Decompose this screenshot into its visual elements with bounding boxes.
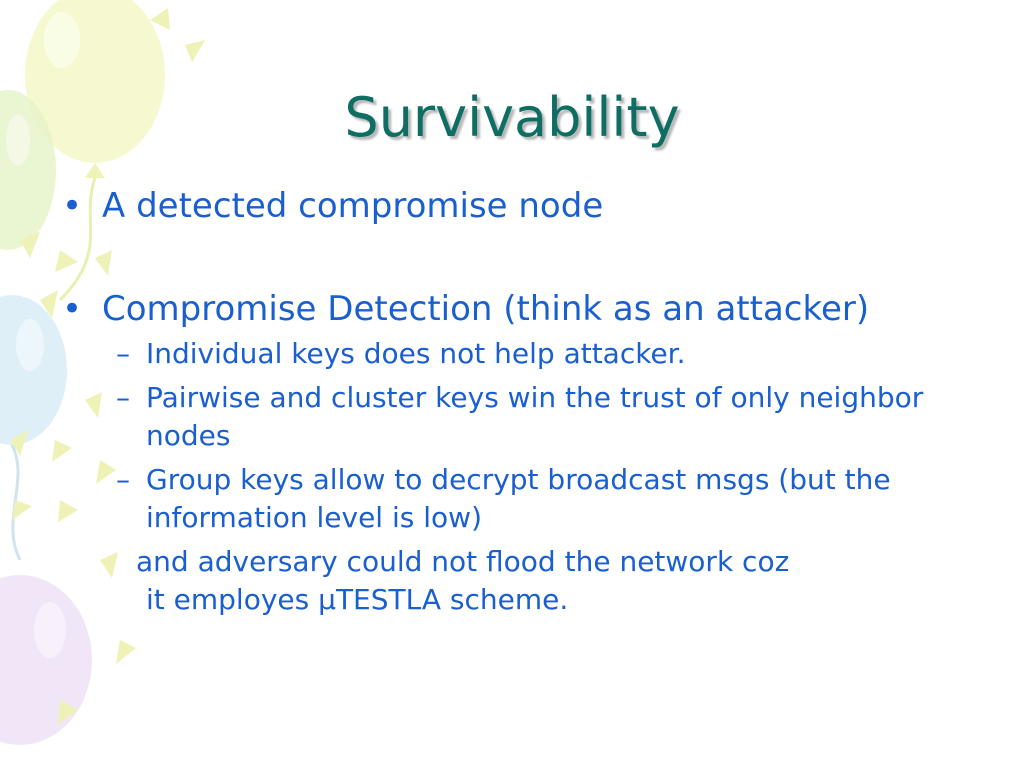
confetti-icon [10,8,205,724]
bullet-text: Compromise Detection (think as an attack… [102,289,870,329]
sub-bullet-item: – Group keys allow to decrypt broadcast … [62,461,962,537]
continuation-text: and adversary could not flood the networ… [62,543,962,619]
slide-title: Survivability [344,86,680,149]
sub-bullet-dash: – [116,463,130,496]
blue-balloon-icon [0,295,67,561]
sub-bullet-dash: – [116,381,130,414]
purple-balloon-icon [0,575,92,745]
sub-bullet-text: Individual keys does not help attacker. [146,337,686,370]
bullet-dot: • [62,289,83,329]
bullet-item: • A detected compromise node [62,185,962,228]
green-balloon-icon [0,90,56,250]
slide-body: • A detected compromise node • Compromis… [62,185,962,619]
continuation-line: and adversary could not flood the networ… [136,545,790,578]
sub-bullet-text: Pairwise and cluster keys win the trust … [146,381,924,452]
continuation-line: it employes µTESTLA scheme. [146,583,569,616]
bullet-item: • Compromise Detection (think as an atta… [62,288,962,331]
sub-bullet-item: – Pairwise and cluster keys win the trus… [62,379,962,455]
sub-bullet-text: Group keys allow to decrypt broadcast ms… [146,463,891,534]
sub-bullet-dash: – [116,337,130,370]
sub-bullet-item: – Individual keys does not help attacker… [62,335,962,373]
bullet-dot: • [62,186,83,226]
yellow-balloon-icon [25,0,165,302]
bullet-text: A detected compromise node [102,186,604,226]
